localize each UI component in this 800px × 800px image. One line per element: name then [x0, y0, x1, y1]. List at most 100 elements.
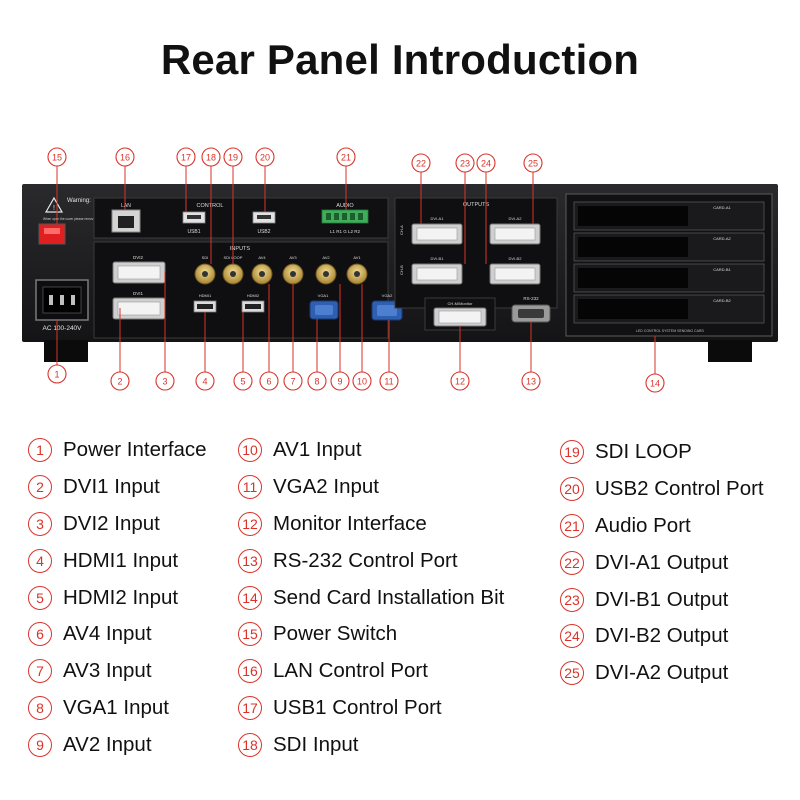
callout-15	[47, 147, 67, 167]
legend-item: 21 Audio Port	[560, 508, 764, 545]
callout-num-17: 17	[181, 153, 191, 163]
callout-21	[336, 147, 356, 167]
callout-10	[352, 371, 372, 391]
legend-number: 19	[560, 440, 584, 465]
callout-num-19: 19	[228, 153, 238, 163]
legend-number: 12	[238, 511, 262, 536]
legend-label: DVI-A1 Output	[595, 550, 729, 574]
callout-24	[476, 153, 496, 173]
legend-number: 16	[238, 659, 262, 684]
audio-pin-labels: L1 R1 G L2 R2	[330, 229, 361, 234]
audio-label: AUDIO	[336, 203, 354, 209]
callout-num-1: 1	[54, 370, 59, 380]
device-foot-left	[44, 340, 88, 362]
legend-label: DVI-A2 Output	[595, 661, 729, 685]
callout-num-22: 22	[416, 159, 426, 169]
callout-14	[645, 373, 665, 393]
callout-num-20: 20	[260, 153, 270, 163]
legend-number: 20	[560, 477, 584, 502]
legend-number: 17	[238, 695, 262, 720]
legend-label: HDMI1 Input	[63, 548, 179, 572]
callout-12	[450, 371, 470, 391]
callout-num-9: 9	[337, 377, 342, 387]
card-b2-label: CARD-B2	[713, 298, 731, 303]
callout-1	[47, 364, 67, 384]
callout-25	[523, 153, 543, 173]
callout-3	[155, 371, 175, 391]
legend-label: HDMI2 Input	[63, 585, 179, 609]
legend-number: 24	[560, 624, 584, 649]
rear-panel-diagram: ! Warning: When open the cover please re…	[0, 140, 800, 400]
callout-9	[330, 371, 350, 391]
legend-number: 1	[28, 438, 52, 463]
callout-num-5: 5	[240, 377, 245, 387]
legend-number: 21	[560, 513, 584, 538]
legend-label: VGA1 Input	[63, 695, 169, 719]
legend-number: 6	[28, 622, 52, 647]
callout-22	[411, 153, 431, 173]
control-strip: LAN CONTROL USB1 USB2 AUDIO L1 R1 G L2 R…	[93, 197, 389, 239]
dvi-a1-label: DVI-A1	[431, 216, 445, 221]
callout-num-13: 13	[526, 377, 536, 387]
legend-number: 5	[28, 585, 52, 610]
hdmi1-label: HDMI1	[199, 293, 212, 298]
control-label: CONTROL	[197, 203, 224, 209]
callout-num-21: 21	[341, 153, 351, 163]
legend-number: 8	[28, 695, 52, 720]
power-section: ! Warning: When open the cover please re…	[35, 196, 120, 332]
callout-5	[233, 371, 253, 391]
callout-num-25: 25	[528, 159, 538, 169]
legend-number: 25	[560, 661, 584, 686]
callout-23	[455, 153, 475, 173]
callout-badges	[47, 147, 665, 393]
warning-icon	[44, 196, 64, 213]
callout-num-16: 16	[120, 153, 130, 163]
callout-num-2: 2	[117, 377, 122, 387]
legend-number: 13	[238, 548, 262, 573]
vga2-label: VGA2	[382, 293, 393, 298]
legend-label: DVI1 Input	[63, 475, 160, 499]
dvi-a2-label: DVI-A2	[509, 216, 523, 221]
monitor-label: CH-M/Monitor	[448, 301, 474, 306]
rear-panel-svg: ! Warning: When open the cover please re…	[22, 147, 778, 393]
dvi1-label: DVI1	[133, 291, 144, 296]
power-switch-rocker	[44, 228, 60, 234]
monitor-rs232-section: CH-M/Monitor RS-232	[424, 296, 551, 331]
device-foot-right	[708, 340, 752, 362]
vga1-label: VGA1	[318, 293, 329, 298]
callout-4	[195, 371, 215, 391]
legend-label: USB1 Control Port	[273, 695, 442, 719]
legend-item: 8 VGA1 Input	[28, 690, 207, 727]
ac-label: AC 100-240V	[42, 325, 82, 332]
callout-num-8: 8	[314, 377, 319, 387]
legend-number: 15	[238, 622, 262, 647]
legend-label: Audio Port	[595, 513, 691, 537]
legend-number: 14	[238, 585, 262, 610]
callout-num-10: 10	[357, 377, 367, 387]
outputs-label: OUTPUTS	[463, 202, 490, 208]
legend-label: Send Card Installation Bit	[273, 585, 505, 609]
legend-item: 2 DVI1 Input	[28, 469, 207, 506]
legend-label: AV2 Input	[63, 732, 152, 756]
legend-item: 14 Send Card Installation Bit	[238, 579, 504, 616]
callout-num-12: 12	[455, 377, 465, 387]
callout-20	[255, 147, 275, 167]
legend-label: DVI-B1 Output	[595, 587, 729, 611]
av4-label: AV4	[258, 255, 266, 260]
card-bay: CARD-A1 CARD-A2 CARD-B1 CARD-B2 LED CONT…	[565, 193, 773, 337]
legend-number: 11	[238, 475, 262, 500]
svg-text:!: !	[53, 205, 55, 212]
legend-number: 2	[28, 475, 52, 500]
